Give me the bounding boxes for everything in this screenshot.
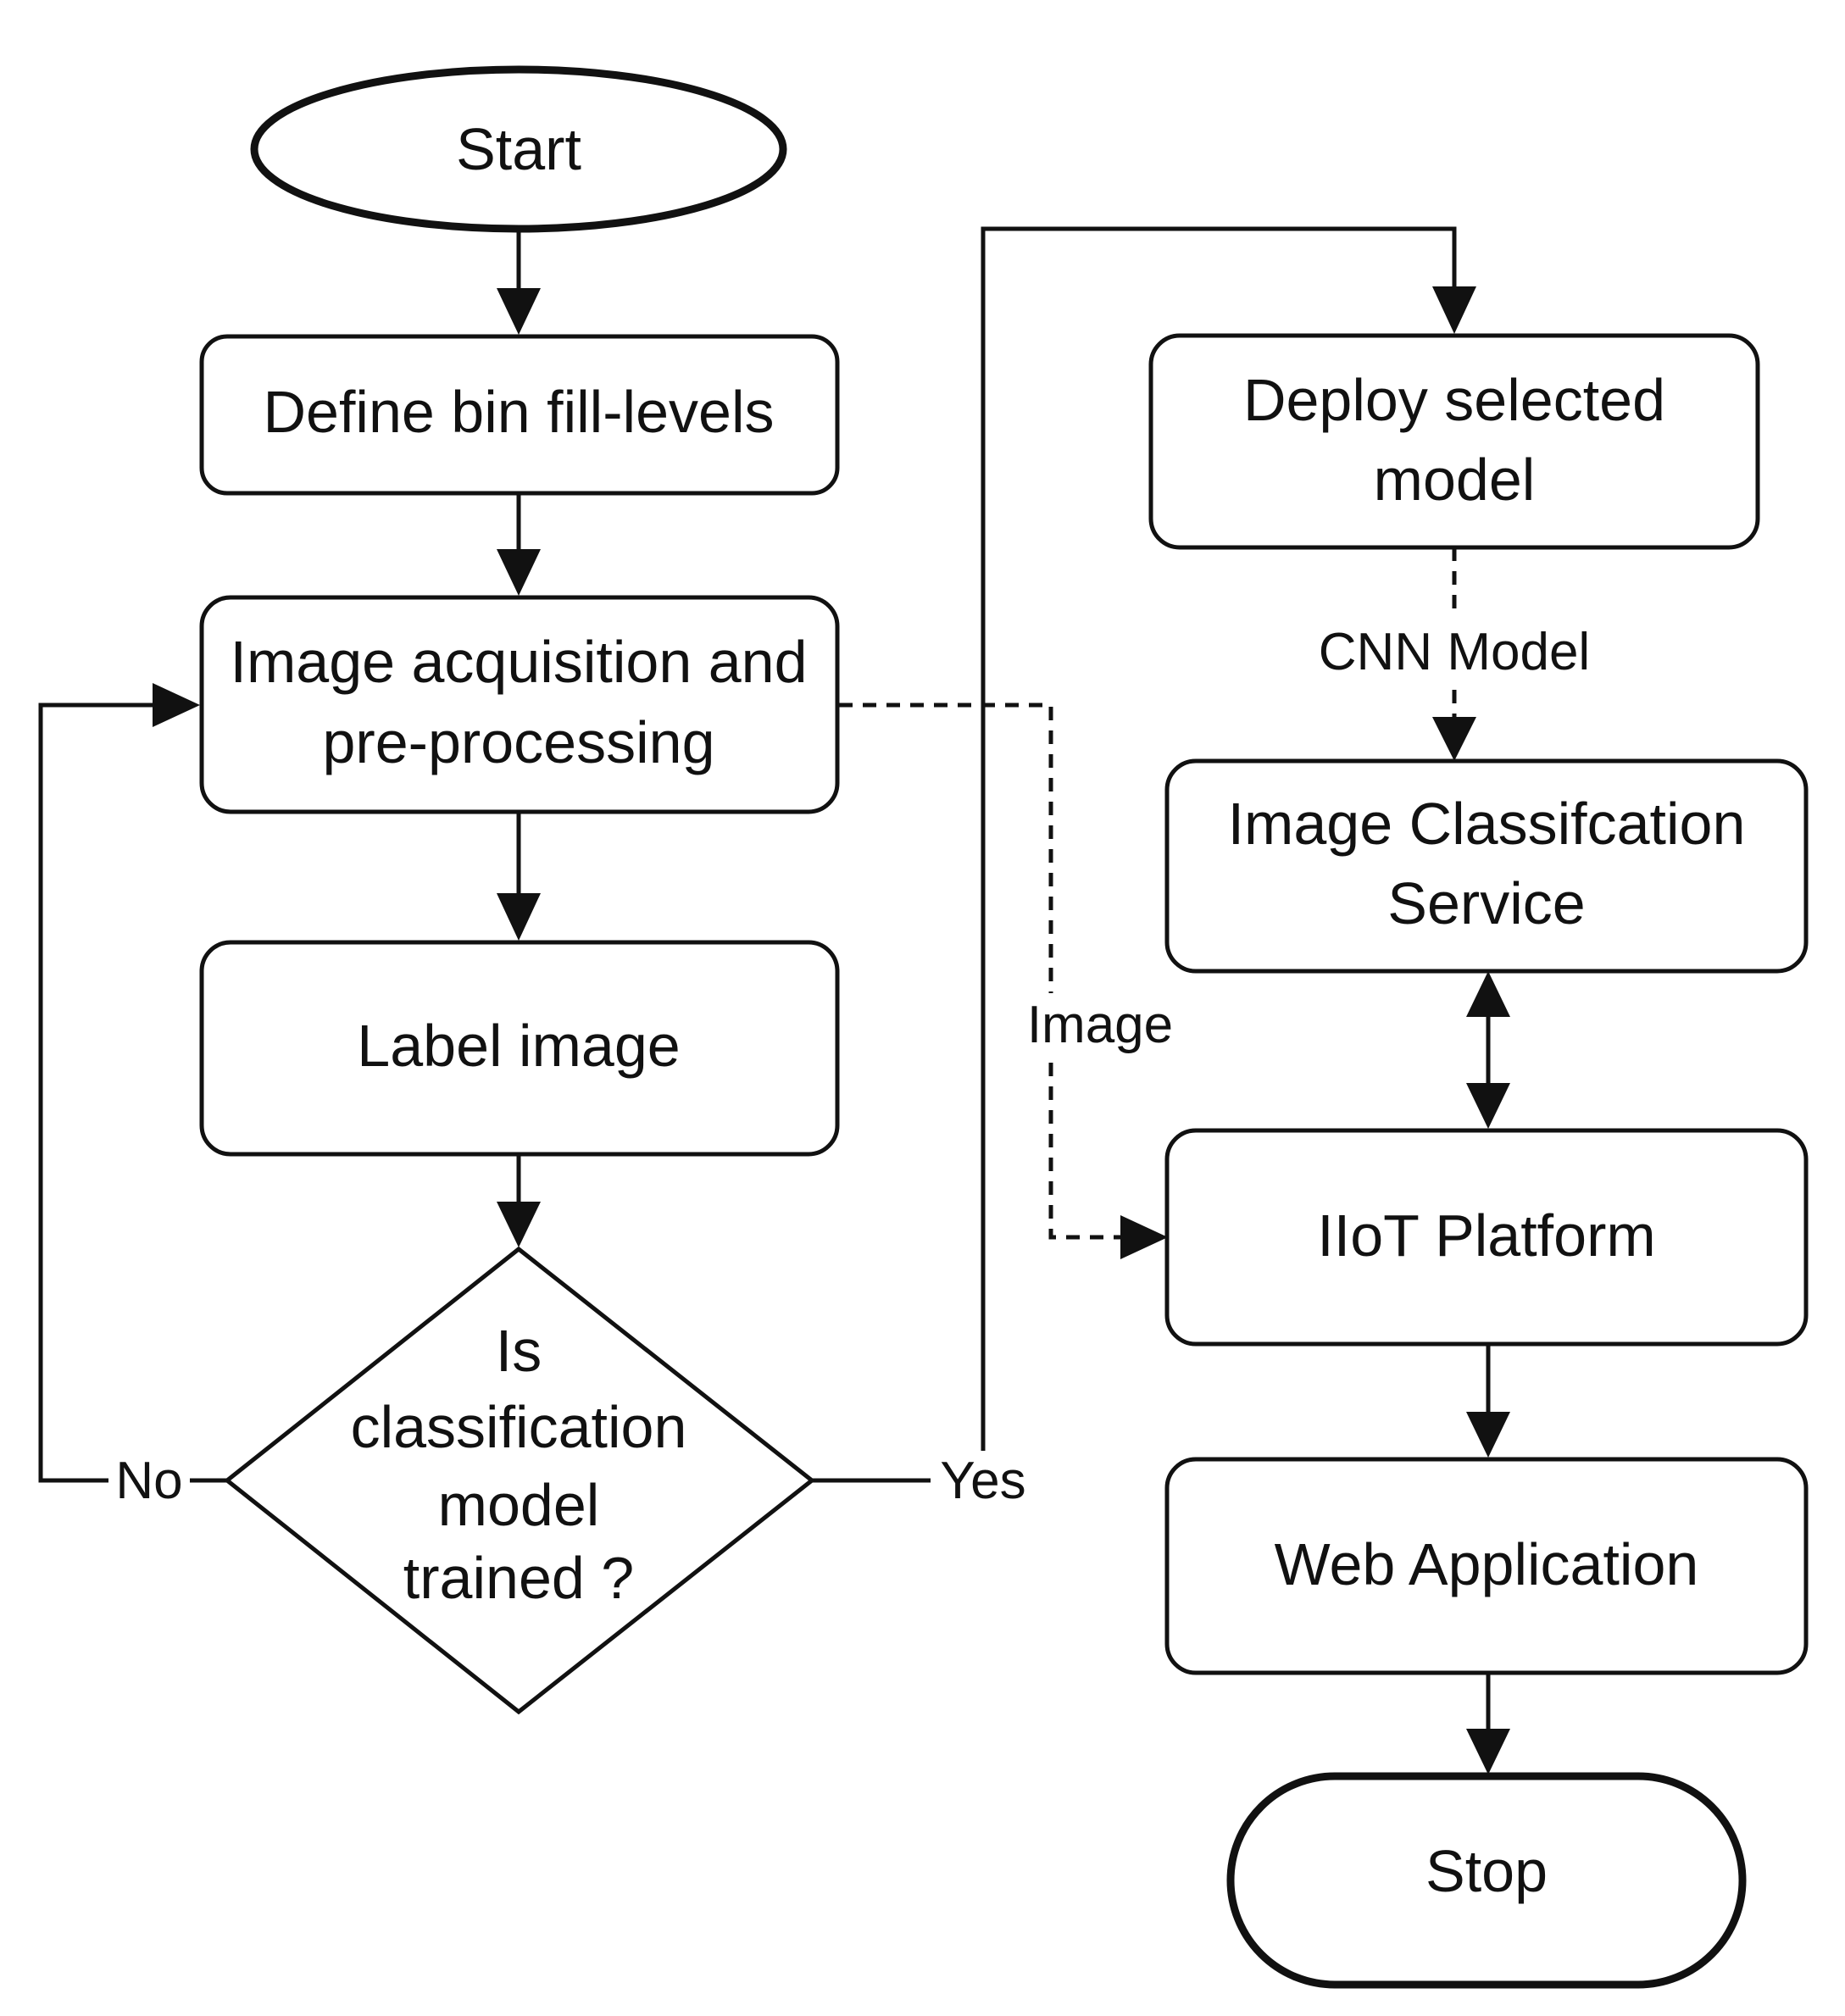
define-bin-node: Define bin fill-levels [199,334,840,496]
define-bin-label: Define bin fill-levels [263,379,774,445]
image-classification-service-node: Image Classifcation Service [1164,758,1809,974]
arrowhead-define-acq [497,549,541,596]
deploy-line-2: model [1374,447,1536,513]
start-label: Start [456,116,581,182]
edge-no-loop [38,703,227,1483]
edge-label-no: No [115,1452,182,1510]
image-acquisition-line-1: Image acquisition and [231,629,808,695]
arrowhead-start-define [497,288,541,335]
edge-label-yes: Yes [940,1452,1025,1510]
label-image-node: Label image [199,940,840,1157]
image-acquisition-line-2: pre-processing [323,709,715,775]
edge-yes [812,226,1457,1483]
deploy-model-node: Deploy selected model [1148,333,1760,550]
decision-line-3: model [438,1472,600,1538]
edge-label-image: Image [1027,996,1173,1054]
arrowhead-image-dashed [1120,1215,1168,1259]
decision-node: Is classification model trained ? [223,1246,816,1715]
arrowhead-cnn-dashed [1432,717,1476,761]
arrowhead-web-stop [1466,1729,1510,1774]
start-node: Start [250,65,787,233]
arrowhead-acq-label [497,893,541,941]
web-application-label: Web Application [1275,1531,1699,1597]
iiot-platform-node: IIoT Platform [1164,1128,1809,1347]
arrowhead-iiot-web [1466,1412,1510,1458]
iiot-label: IIoT Platform [1317,1202,1655,1269]
stop-node: Stop [1226,1772,1747,1989]
decision-line-2: classification [351,1394,687,1460]
arrowhead-no-loop [153,683,200,727]
web-application-node: Web Application [1164,1457,1809,1675]
decision-line-4: trained ? [403,1545,634,1611]
arrowhead-iiot-down [1466,1083,1510,1129]
decision-line-1: Is [496,1318,542,1384]
label-image-label: Label image [357,1013,680,1079]
stop-label: Stop [1425,1838,1548,1904]
edge-image-dashed [839,703,1127,1240]
arrowhead-yes [1432,286,1476,334]
edge-label-cnn-model: CNN Model [1319,623,1590,681]
arrowhead-ics-up [1466,971,1510,1017]
ics-line-1: Image Classifcation [1228,791,1746,857]
arrowhead-label-decision [497,1202,541,1247]
deploy-line-1: Deploy selected [1243,367,1665,433]
ics-line-2: Service [1387,870,1585,936]
image-acquisition-node: Image acquisition and pre-processing [199,595,840,814]
